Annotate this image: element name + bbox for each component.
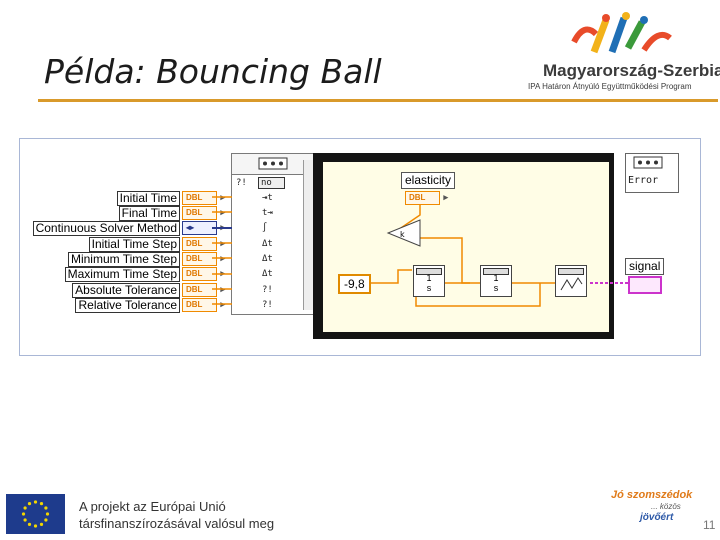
integrator-den: s [493,283,499,293]
pin-icon: Δt [262,254,273,264]
elasticity-terminal[interactable]: DBL [405,191,448,205]
pin-icon: t⇥ [262,208,273,218]
integrator-num: 1 [426,273,432,283]
gain-label: k [400,230,405,239]
integrator-den: s [426,283,432,293]
dbl-terminal[interactable]: DBL [182,267,225,281]
input-label: Absolute Tolerance [72,283,180,298]
signal-label: signal [625,258,665,275]
cluster-pins: ⇥t t⇥ ∫ Δt Δt Δt ?! ?! [232,191,314,313]
logo-subtitle: IPA Határon Átnyúló Együttműködési Progr… [528,82,692,91]
gain-block[interactable]: k [386,218,422,248]
input-labels: Initial Time Final Time Continuous Solve… [30,191,180,313]
pin-icon: ?! [262,285,273,295]
input-label: Final Time [118,206,180,221]
eu-funding-line2: társfinanszírozásával valósul meg [79,516,275,531]
integrator-position[interactable]: 1 s [480,265,512,297]
eu-flag-icon [6,494,65,534]
collector-header-icon [558,268,584,275]
pin-icon: ∫ [262,223,268,233]
simulation-loop-area [323,162,609,332]
gravity-constant[interactable]: -9,8 [338,274,371,294]
page-number: 11 [703,518,716,532]
eu-funding-line1: A projekt az Európai Unió [79,499,226,514]
cluster-header [232,154,314,175]
input-label: Maximum Time Step [64,267,180,282]
input-label: Initial Time [116,191,180,206]
integrator-header-icon [483,268,509,275]
input-label: Continuous Solver Method [32,221,180,236]
slogan-line2: ... közös [651,502,681,511]
cluster-scrollbar[interactable] [303,160,314,310]
waveform-icon [560,277,583,291]
integrator-velocity[interactable]: 1 s [413,265,445,297]
error-cluster[interactable]: Error [625,153,679,193]
collector-block[interactable] [555,265,587,297]
integrator-num: 1 [493,273,499,283]
error-label: Error [628,175,659,186]
elasticity-label: elasticity [401,172,456,189]
pin-icon: ⇥t [262,193,273,203]
input-label: Initial Time Step [88,237,180,252]
partnership-logo-graphic [571,12,672,54]
title-underline [38,99,718,102]
cluster-mark: ?! [236,178,247,188]
signal-indicator[interactable] [628,276,662,294]
slogan-line3: jövőért [640,512,674,523]
cluster-value: no [258,177,285,189]
config-cluster[interactable]: ?! no ⇥t t⇥ ∫ Δt Δt Δt ?! ?! [231,153,315,315]
slogan-line1: Jó szomszédok [611,489,693,501]
slide-title: Példa: Bouncing Ball [44,52,382,91]
integrator-header-icon [416,268,442,275]
pin-icon: Δt [262,239,273,249]
pin-icon: Δt [262,269,273,279]
input-label: Minimum Time Step [67,252,180,267]
input-label: Relative Tolerance [75,298,180,313]
pin-icon: ?! [262,300,273,310]
logo-title: Magyarország-Szerbia [543,61,720,80]
